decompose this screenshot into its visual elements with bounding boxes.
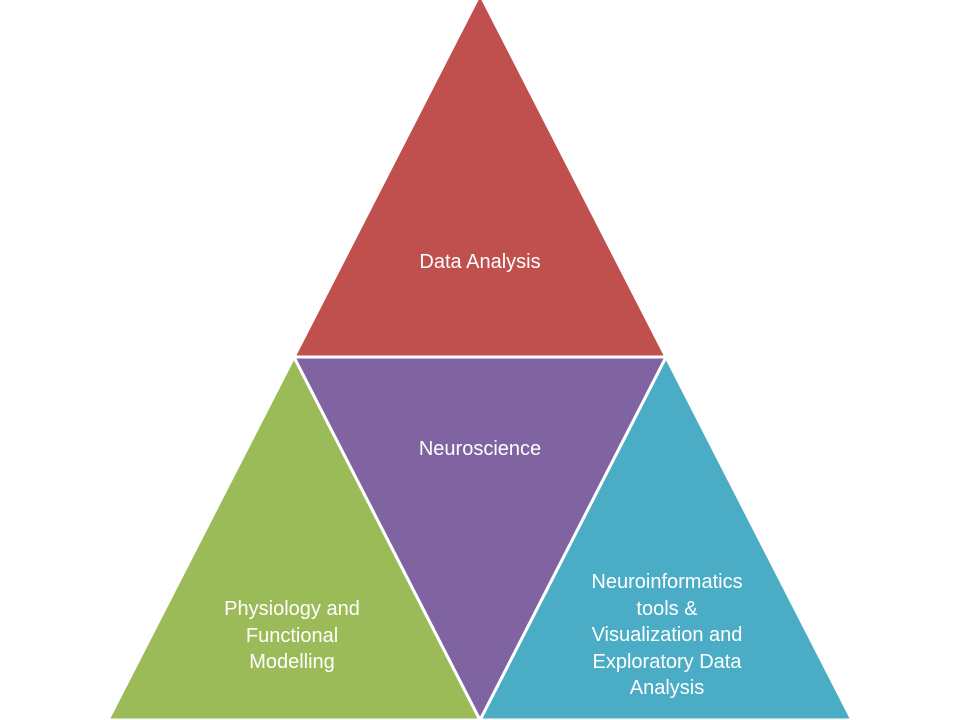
label-neuroinformatics: Neuroinformatics tools & Visualization a… — [591, 571, 743, 699]
label-data-analysis: Data Analysis — [419, 251, 541, 273]
segment-data-analysis — [291, 0, 669, 359]
label-physiology: Physiology and Functional Modelling — [224, 598, 360, 673]
segment-neuroscience — [291, 355, 669, 720]
label-neuroscience: Neuroscience — [418, 438, 542, 460]
